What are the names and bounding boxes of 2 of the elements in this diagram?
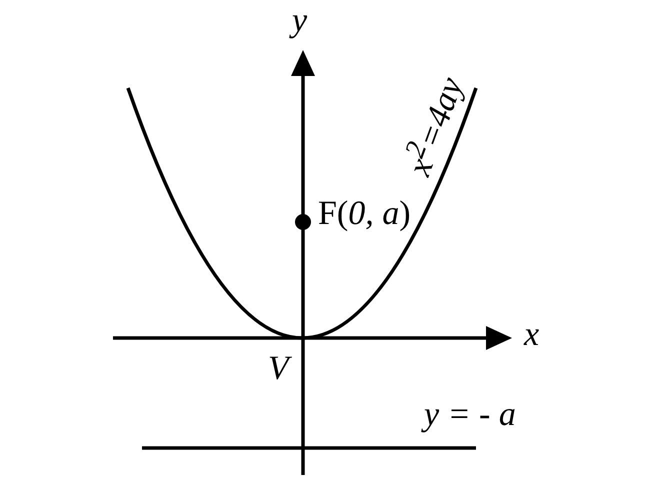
axis-label: x (524, 318, 540, 352)
point-label: F(0, a) (318, 197, 411, 231)
